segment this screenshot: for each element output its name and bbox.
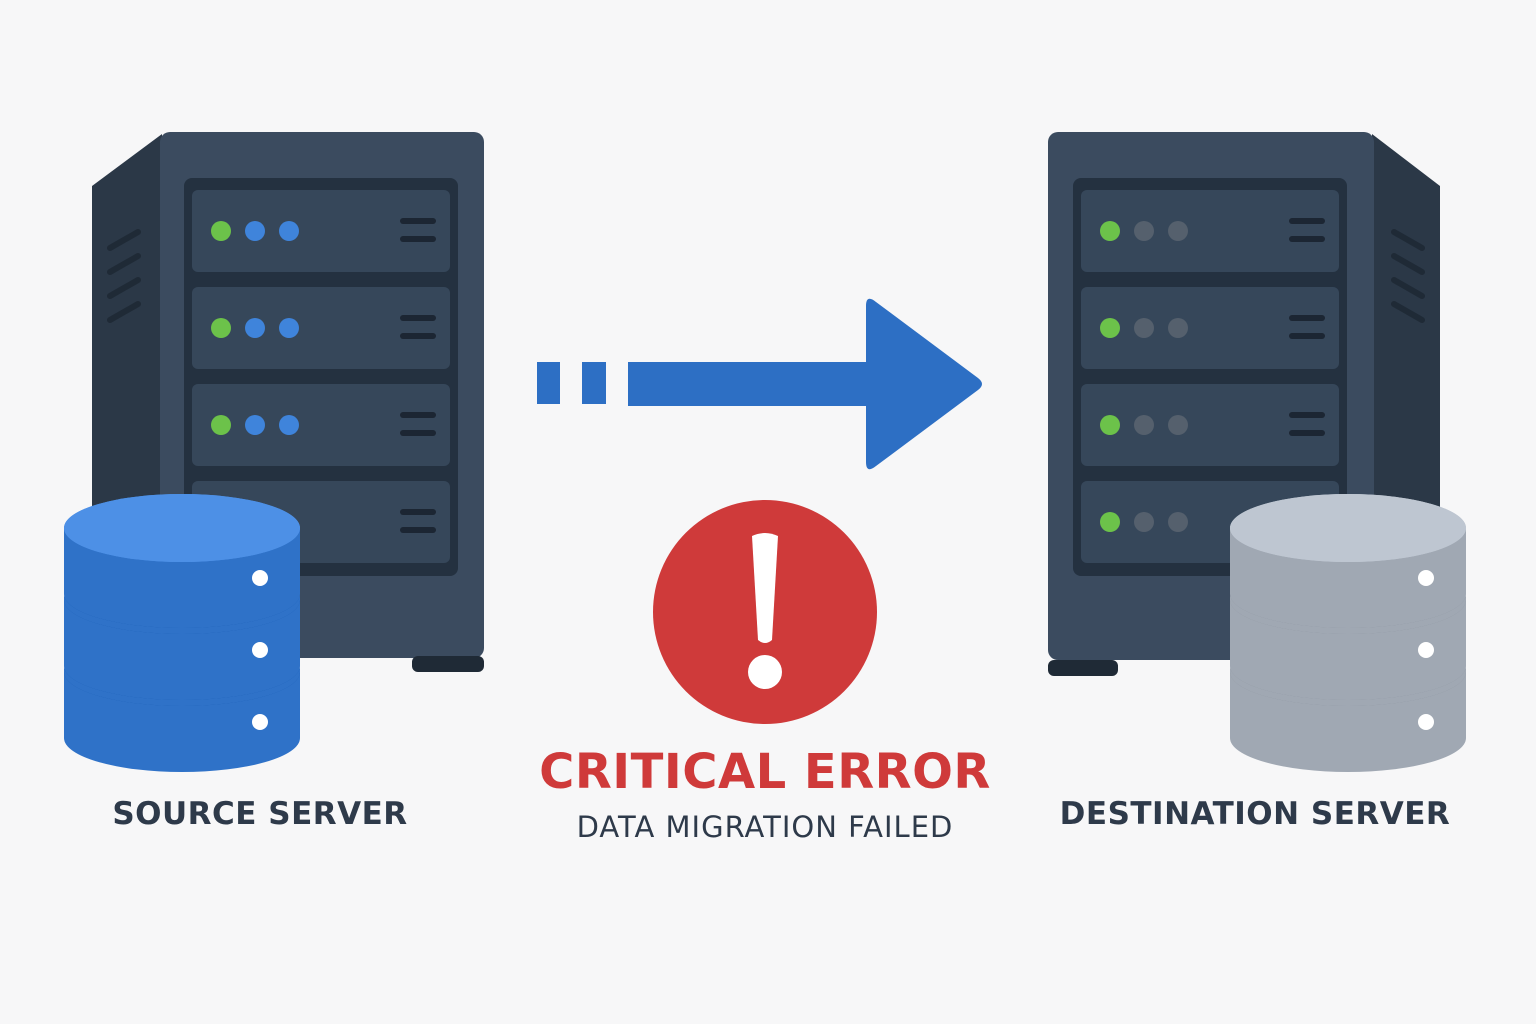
source-server-bay xyxy=(184,178,458,576)
drive-handle-line xyxy=(400,236,436,242)
destination-drive-unit xyxy=(1081,190,1339,272)
database-indicator-dot xyxy=(1418,714,1434,730)
source-drive-unit xyxy=(192,384,450,466)
database-top xyxy=(64,494,300,562)
exclamation-dot xyxy=(748,655,782,689)
database-top xyxy=(1230,494,1466,562)
status-led-off xyxy=(1134,415,1154,435)
drive-handle-line xyxy=(400,315,436,321)
status-led-green xyxy=(1100,512,1120,532)
drive-face xyxy=(192,190,450,272)
database-indicator-dot xyxy=(252,642,268,658)
status-led-green xyxy=(1100,318,1120,338)
arrow-dash-1 xyxy=(537,362,560,404)
destination-drive-unit xyxy=(1081,287,1339,369)
status-led-blue xyxy=(279,318,299,338)
error-title: CRITICAL ERROR xyxy=(539,744,991,800)
drive-face xyxy=(1081,287,1339,369)
database-indicator-dot xyxy=(252,570,268,586)
destination-server-vents xyxy=(1391,229,1425,323)
migration-arrow-icon xyxy=(537,298,982,470)
status-led-green xyxy=(211,415,231,435)
arrow-head xyxy=(866,298,982,470)
drive-handle-line xyxy=(1289,430,1325,436)
destination-server-label: DESTINATION SERVER xyxy=(1059,796,1451,832)
source-server-vents xyxy=(107,229,141,323)
destination-server-foot xyxy=(1048,660,1118,676)
source-drive-unit xyxy=(192,190,450,272)
drive-handle-line xyxy=(400,430,436,436)
status-led-blue xyxy=(279,221,299,241)
status-led-blue xyxy=(245,415,265,435)
destination-server-bay xyxy=(1073,178,1347,576)
drive-handle-line xyxy=(1289,412,1325,418)
destination-drive-unit xyxy=(1081,384,1339,466)
destination-database-icon xyxy=(1230,494,1466,772)
status-led-off xyxy=(1134,221,1154,241)
status-led-off xyxy=(1168,318,1188,338)
database-indicator-dot xyxy=(1418,642,1434,658)
database-body-edge xyxy=(1230,594,1466,634)
drive-face xyxy=(1081,384,1339,466)
database-indicator-dot xyxy=(252,714,268,730)
status-led-green xyxy=(211,221,231,241)
arrow-dash-2 xyxy=(582,362,606,404)
database-body-edge xyxy=(64,594,300,634)
status-led-blue xyxy=(245,318,265,338)
drive-handle-line xyxy=(400,333,436,339)
drive-face xyxy=(1081,190,1339,272)
database-body-edge xyxy=(64,666,300,706)
database-indicator-dot xyxy=(1418,570,1434,586)
source-server-foot xyxy=(412,656,484,672)
drive-handle-line xyxy=(1289,236,1325,242)
status-led-off xyxy=(1134,318,1154,338)
arrow-shaft xyxy=(628,362,878,406)
source-server-icon xyxy=(92,132,484,672)
source-drive-unit xyxy=(192,287,450,369)
status-led-off xyxy=(1168,221,1188,241)
drive-handle-line xyxy=(1289,333,1325,339)
source-server-label: SOURCE SERVER xyxy=(112,796,408,832)
status-led-off xyxy=(1134,512,1154,532)
source-database-icon xyxy=(64,494,300,772)
drive-handle-line xyxy=(400,527,436,533)
drive-handle-line xyxy=(400,509,436,515)
drive-handle-line xyxy=(400,412,436,418)
status-led-green xyxy=(1100,415,1120,435)
drive-face xyxy=(192,384,450,466)
drive-handle-line xyxy=(400,218,436,224)
status-led-off xyxy=(1168,512,1188,532)
status-led-off xyxy=(1168,415,1188,435)
error-subtitle: DATA MIGRATION FAILED xyxy=(576,810,954,844)
status-led-green xyxy=(211,318,231,338)
status-led-green xyxy=(1100,221,1120,241)
database-body-edge xyxy=(1230,666,1466,706)
drive-handle-line xyxy=(1289,315,1325,321)
drive-face xyxy=(192,287,450,369)
exclamation-bar xyxy=(752,533,778,643)
status-led-blue xyxy=(245,221,265,241)
drive-handle-line xyxy=(1289,218,1325,224)
status-led-blue xyxy=(279,415,299,435)
exclamation-circle-icon xyxy=(653,500,877,724)
